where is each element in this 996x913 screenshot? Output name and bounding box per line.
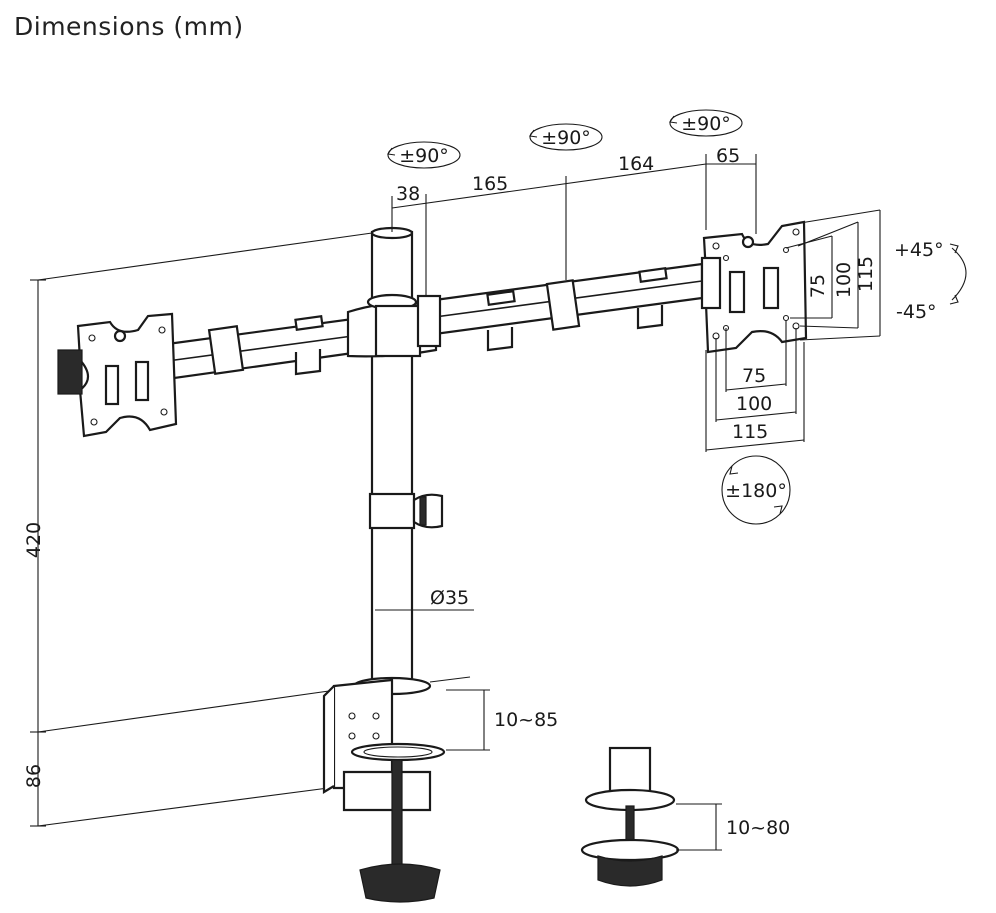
tilt-arrow <box>949 243 967 305</box>
arm-rotation-badge-1: ±90° <box>387 141 461 169</box>
grommet-range-label: 10~80 <box>726 817 790 839</box>
arm-rotation-badge-3: ±90° <box>669 109 743 137</box>
head-depth-label: 65 <box>716 145 740 167</box>
post-offset-label: 38 <box>396 183 420 205</box>
arm-rotation-3-label: ±90° <box>681 113 731 135</box>
arm-rotation-2-label: ±90° <box>541 127 591 149</box>
vesa-vertical-dimensions <box>785 209 881 341</box>
vesa-horizontal-dimensions <box>705 320 805 452</box>
arm-rotation-1-label: ±90° <box>399 145 449 167</box>
arm-segment-1-label: 165 <box>472 173 508 195</box>
vesa-v100-label: 100 <box>833 262 855 298</box>
grommet-range-dimension <box>676 803 722 851</box>
wall-and-desk-lines <box>37 232 471 827</box>
grommet-mount <box>580 746 680 887</box>
clamp-range-label: 10~85 <box>494 709 558 731</box>
vesa-h75-label: 75 <box>742 365 766 387</box>
height-dimension-line <box>30 279 46 827</box>
desk-thickness-label: 86 <box>23 764 45 788</box>
arm-length-dimensions <box>391 154 757 296</box>
pole-diameter-label: Ø35 <box>430 587 469 609</box>
arm-segment-2-label: 164 <box>618 153 654 175</box>
head-rotation-label: ±180° <box>725 480 787 502</box>
vesa-h115-label: 115 <box>732 421 768 443</box>
height-label: 420 <box>23 522 45 558</box>
arm-rotation-badge-2: ±90° <box>529 123 603 151</box>
head-rotation-badge: ±180° <box>721 455 791 525</box>
tilt-up-label: +45° <box>894 239 944 261</box>
right-vesa-plate <box>700 220 808 354</box>
left-vesa-plate <box>57 312 178 438</box>
tilt-down-label: -45° <box>896 301 937 323</box>
desk-clamp <box>322 676 446 903</box>
vesa-h100-label: 100 <box>736 393 772 415</box>
page-title: Dimensions (mm) <box>14 12 244 41</box>
clamp-range-dimension <box>446 689 490 751</box>
vesa-v115-label: 115 <box>855 256 877 292</box>
vesa-v75-label: 75 <box>807 274 829 298</box>
arm-assembly <box>158 262 704 382</box>
